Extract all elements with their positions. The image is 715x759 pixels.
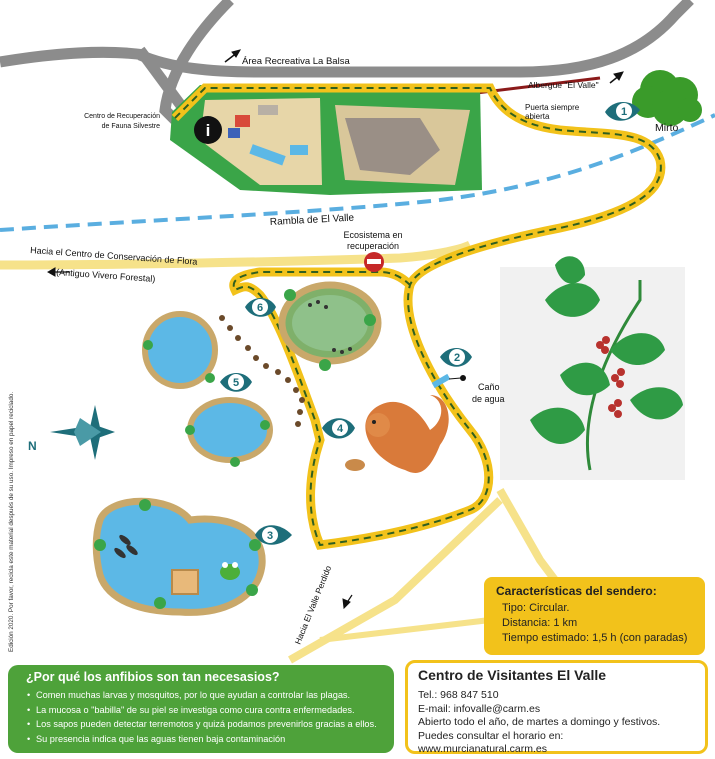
mirto-tree-icon: [632, 70, 702, 126]
spout-marker: [460, 375, 466, 381]
svg-text:3: 3: [267, 530, 273, 542]
plant-illustration: [500, 256, 685, 480]
label-valle-perdido: Hacia El Valle Perdido: [293, 564, 334, 646]
roads: [0, 0, 694, 124]
stop-badge-1: 1: [605, 101, 640, 121]
amphibians-list: Comen muchas larvas y mosquitos, por lo …: [18, 688, 384, 746]
list-item: Comen muchas larvas y mosquitos, por lo …: [27, 688, 384, 703]
ponds: [92, 281, 382, 616]
svg-text:2: 2: [454, 352, 460, 364]
direction-arrows: [46, 49, 624, 610]
trail-type: Tipo: Circular.: [502, 602, 570, 614]
svg-text:6: 6: [257, 302, 263, 314]
label-gate-2: abierta: [525, 112, 550, 121]
trail-time: Tiempo estimado: 1,5 h (con paradas): [502, 632, 688, 644]
info-icon: i: [194, 116, 222, 144]
list-item: La mucosa o "babilla" de su piel se inve…: [27, 703, 384, 718]
amphibians-title: ¿Por qué los anfibios son tan necesasios…: [26, 670, 280, 684]
list-item: Su presencia indica que las aguas tienen…: [27, 732, 384, 747]
stop-badges: 1 2 3 4 5 6: [220, 101, 640, 545]
pond-5a: [142, 311, 218, 389]
fish-icon: [114, 534, 138, 559]
side-note: Edición 2020. Por favor, recicla este ma…: [8, 392, 15, 652]
svg-text:1: 1: [621, 106, 627, 118]
list-item: Los sapos pueden detectar terremotos y q…: [27, 717, 384, 732]
rambla-stream: [0, 113, 715, 232]
tadpoles: [308, 300, 352, 354]
label-recovery-center-2: de Fauna Silvestre: [102, 123, 160, 130]
amphibians-panel: ¿Por qué los anfibios son tan necesasios…: [8, 665, 394, 753]
label-hostel: Albergue "El Valle": [528, 80, 599, 90]
stone-path: [219, 315, 305, 427]
squirrel-icon: [345, 395, 449, 473]
svg-text:4: 4: [337, 423, 344, 435]
label-gate-1: Puerta siempre: [525, 103, 580, 112]
compass-rose-icon: [50, 405, 115, 460]
no-entry-icon: [364, 252, 384, 272]
svg-text:i: i: [206, 121, 211, 140]
pond-5b: [187, 397, 273, 463]
visitor-center-hours: Abierto todo el año, de martes a domingo…: [418, 716, 661, 728]
stop-badge-5: 5: [220, 373, 252, 392]
label-spout-2: de agua: [472, 394, 505, 404]
trail-distance: Distancia: 1 km: [502, 617, 578, 629]
visitor-center-email[interactable]: E-mail: infovalle@carm.es: [418, 702, 541, 715]
stop-badge-3: 3: [255, 525, 292, 545]
label-flora-2: (Antiguo Vivero Forestal): [56, 267, 156, 284]
label-spout-1: Caño: [478, 382, 500, 392]
recovery-center-area: [170, 85, 482, 195]
label-ecosystem-1: Ecosistema en: [343, 230, 402, 240]
visitor-center-title: Centro de Visitantes El Valle: [418, 667, 607, 683]
visitor-center-phone: Tel.: 968 847 510: [418, 689, 499, 701]
leaf-icon: [545, 283, 600, 317]
visitor-center-web[interactable]: Puedes consultar el horario en: www.murc…: [418, 729, 564, 756]
label-recovery-center-1: Centro de Recuperación: [84, 113, 160, 120]
frog-icon: [220, 562, 240, 580]
visitor-center-panel: Centro de Visitantes El Valle Tel.: 968 …: [405, 660, 708, 756]
water-spout: [431, 373, 451, 389]
trail-loop: [171, 83, 666, 550]
pond-3: [92, 497, 266, 616]
label-recreation-area: Área Recreativa La Balsa: [242, 56, 350, 67]
trail-info-panel: Características del sendero: Tipo: Circu…: [484, 577, 705, 655]
stop-badge-6: 6: [245, 298, 276, 317]
stop-badge-4: 4: [322, 418, 355, 439]
svg-text:5: 5: [233, 377, 239, 389]
trail-info-title: Características del sendero:: [496, 584, 657, 598]
label-mirto: Mirto: [655, 122, 678, 134]
label-ecosystem-2: recuperación: [347, 241, 399, 251]
grass-tufts: [94, 289, 376, 609]
label-rambla: Rambla de El Valle: [270, 213, 355, 228]
north-label: N: [28, 439, 37, 453]
stop-badge-2: 2: [440, 348, 472, 367]
